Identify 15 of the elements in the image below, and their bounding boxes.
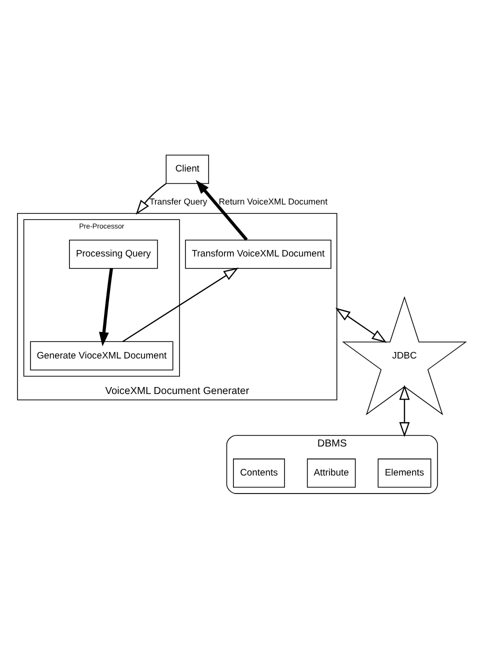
arrow xyxy=(122,267,239,342)
node-box: Attribute xyxy=(306,458,356,488)
edge-label: Transfer Query xyxy=(149,196,208,206)
node-box: Transform VoiceXML Document xyxy=(185,239,332,268)
node-box: Client xyxy=(166,154,210,184)
edge-label: Return VoiceXML Document xyxy=(218,196,328,206)
node-box: Contents xyxy=(233,458,285,488)
arrow xyxy=(136,182,166,214)
arrow xyxy=(196,179,248,240)
node-box: Processing Query xyxy=(69,239,158,268)
node-box: Elements xyxy=(378,458,432,488)
node-box: Generate VioceXML Document xyxy=(30,340,174,370)
arrow xyxy=(99,268,113,346)
arrow xyxy=(335,307,387,342)
arrow xyxy=(399,384,410,437)
